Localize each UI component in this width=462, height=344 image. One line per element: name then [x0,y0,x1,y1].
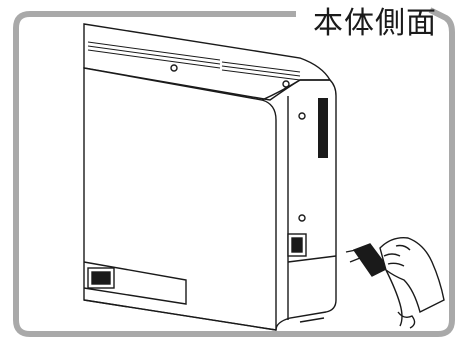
power-plug-icon [345,243,403,327]
hand-icon [379,237,445,329]
power-socket-icon [287,233,307,257]
frame-border [13,7,455,337]
air-conditioner-unit-icon [83,23,337,331]
caption-title: 本体側面 [313,6,437,41]
